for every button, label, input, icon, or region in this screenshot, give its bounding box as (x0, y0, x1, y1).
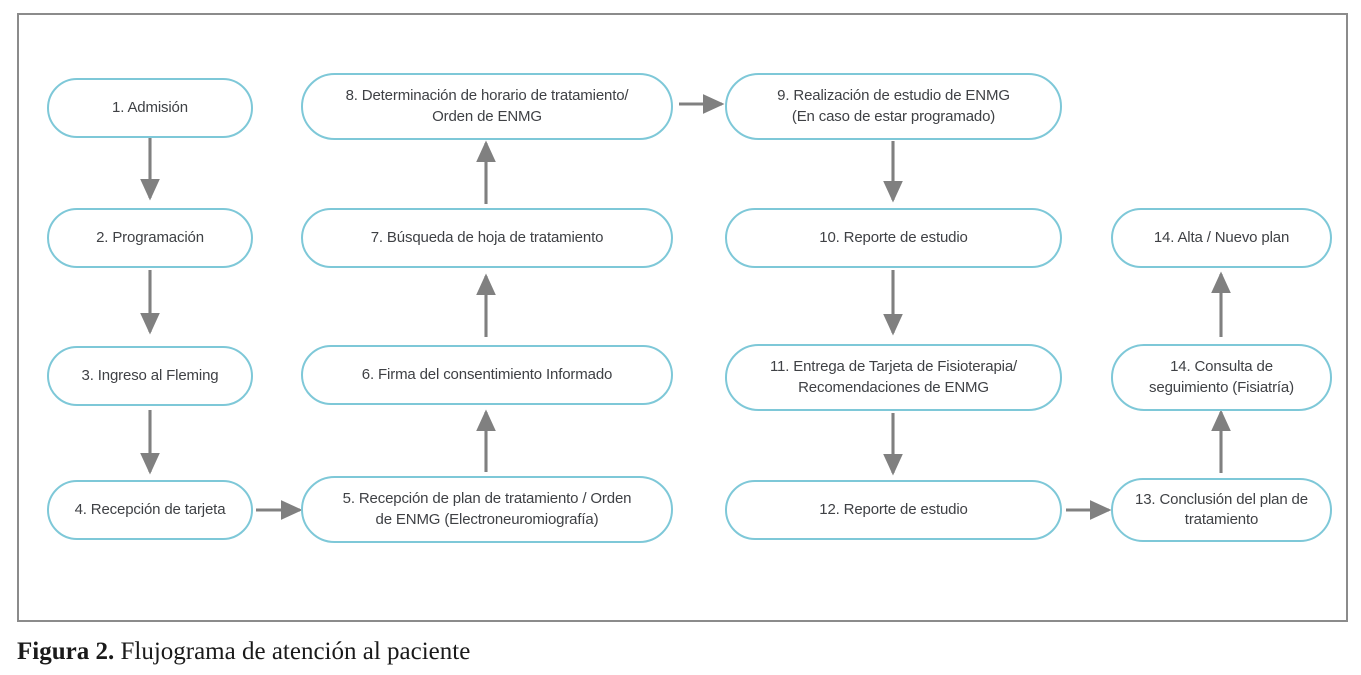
flow-node-8-label: 8. Determinación de horario de tratamien… (345, 87, 629, 125)
flow-node-6[interactable]: 6. Firma del consentimiento Informado (301, 345, 673, 405)
flow-node-3-label: 3. Ingreso al Fleming (81, 366, 219, 384)
flow-node-2-label: 2. Programación (96, 228, 204, 246)
flow-node-11[interactable]: 11. Entrega de Tarjeta de Fisioterapia/ … (725, 344, 1062, 411)
flow-node-9[interactable]: 9. Realización de estudio de ENMG (En ca… (725, 73, 1062, 140)
figure-caption-label: Figura 2. (17, 638, 115, 665)
figure-caption-text: Flujograma de atención al paciente (114, 638, 471, 665)
flow-node-10[interactable]: 10. Reporte de estudio (725, 208, 1062, 268)
flow-node-15[interactable]: 14. Alta / Nuevo plan (1111, 208, 1332, 268)
flow-node-11-label: 11. Entrega de Tarjeta de Fisioterapia/ … (769, 358, 1018, 396)
flow-node-8[interactable]: 8. Determinación de horario de tratamien… (301, 73, 673, 140)
flow-node-4-label: 4. Recepción de tarjeta (74, 500, 226, 518)
figure-caption: Figura 2. Flujograma de atención al paci… (17, 638, 1217, 666)
flow-node-14[interactable]: 14. Consulta de seguimiento (Fisiatría) (1111, 344, 1332, 411)
flow-node-5-label: 5. Recepción de plan de tratamiento / Or… (342, 490, 632, 528)
flow-node-6-label: 6. Firma del consentimiento Informado (361, 365, 613, 383)
flow-node-12-label: 12. Reporte de estudio (819, 500, 968, 518)
flow-node-13-label: 13. Conclusión del plan de tratamiento (1135, 490, 1308, 528)
flow-node-4[interactable]: 4. Recepción de tarjeta (47, 480, 253, 540)
flow-node-1-label: 1. Admisión (112, 98, 188, 116)
flow-node-5[interactable]: 5. Recepción de plan de tratamiento / Or… (301, 476, 673, 543)
flow-node-15-label: 14. Alta / Nuevo plan (1153, 228, 1290, 246)
flow-node-13[interactable]: 13. Conclusión del plan de tratamiento (1111, 478, 1332, 542)
flow-node-7-label: 7. Búsqueda de hoja de tratamiento (370, 228, 604, 246)
flow-node-14-label: 14. Consulta de seguimiento (Fisiatría) (1149, 358, 1294, 396)
flow-node-9-label: 9. Realización de estudio de ENMG (En ca… (777, 87, 1010, 125)
flow-node-3[interactable]: 3. Ingreso al Fleming (47, 346, 253, 406)
flow-node-1[interactable]: 1. Admisión (47, 78, 253, 138)
flow-node-7[interactable]: 7. Búsqueda de hoja de tratamiento (301, 208, 673, 268)
flow-node-2[interactable]: 2. Programación (47, 208, 253, 268)
flowchart-canvas: 1. Admisión 2. Programación 3. Ingreso a… (47, 73, 1332, 543)
flow-node-12[interactable]: 12. Reporte de estudio (725, 480, 1062, 540)
flow-node-10-label: 10. Reporte de estudio (819, 228, 968, 246)
